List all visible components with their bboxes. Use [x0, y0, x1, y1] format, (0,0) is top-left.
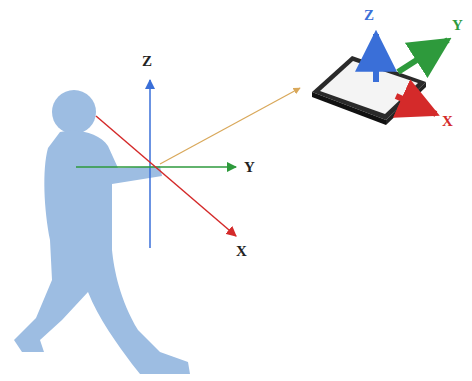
- z-axis: [149, 80, 151, 248]
- phone-axis-label: Z: [364, 8, 374, 23]
- axis-label: X: [236, 244, 247, 259]
- person-silhouette: [14, 90, 190, 374]
- phone-y-axis: [398, 40, 448, 72]
- phone-z-axis: [373, 34, 379, 82]
- pointer-line: [160, 88, 300, 164]
- phone-axis-label: Y: [452, 18, 463, 33]
- phone-axis-label: X: [442, 114, 453, 129]
- phone-x-axis: [396, 96, 436, 114]
- axis-label: Y: [244, 160, 255, 175]
- axis-label: Z: [142, 54, 152, 69]
